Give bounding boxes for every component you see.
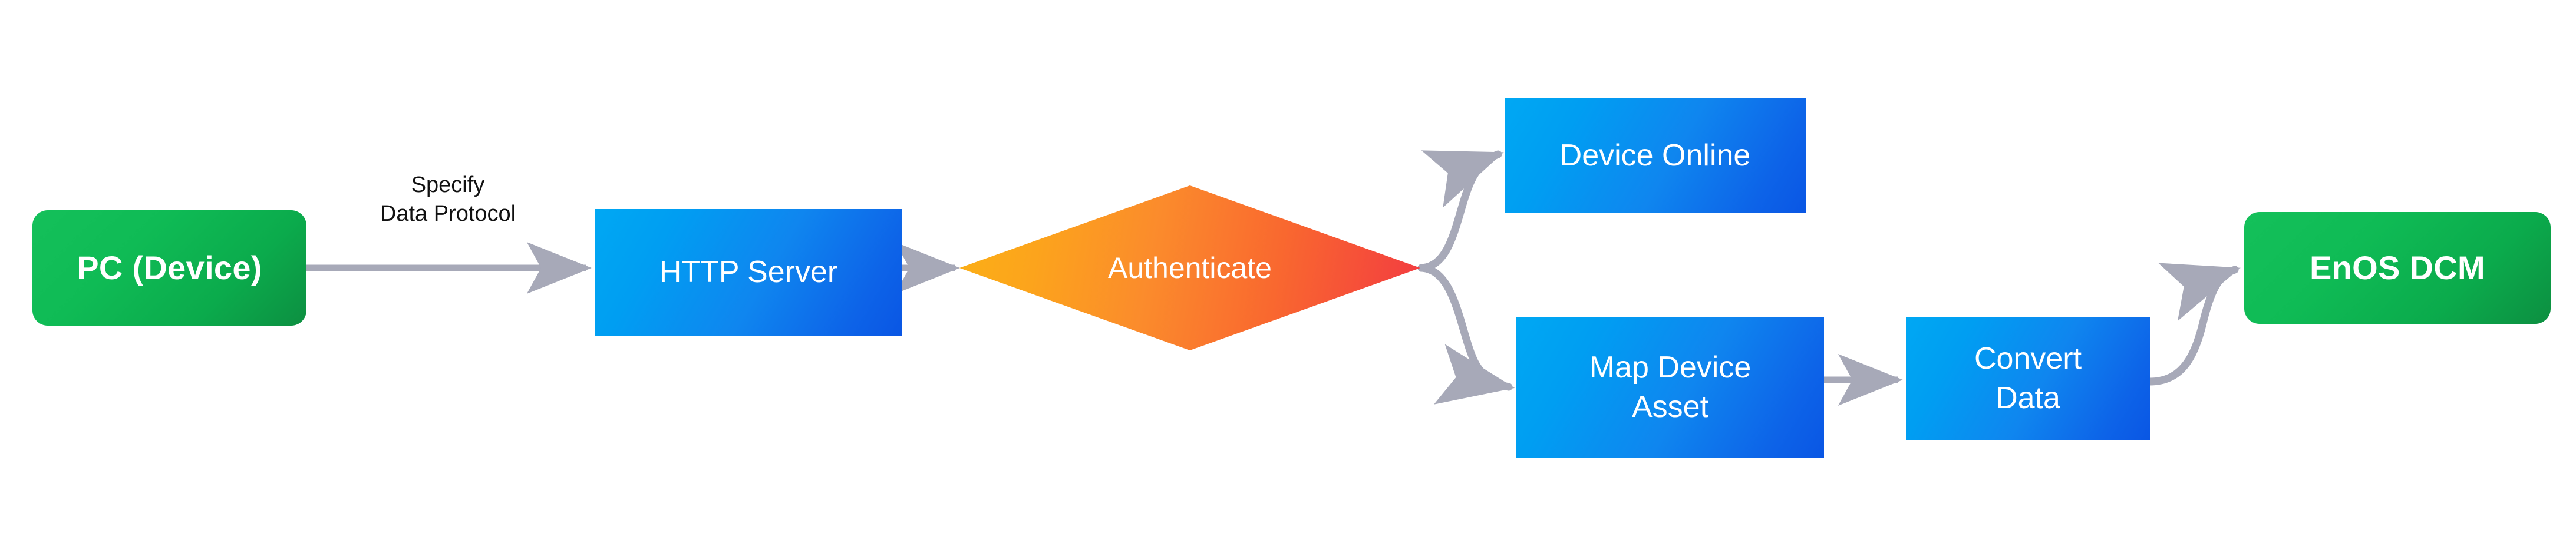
node-pc-device[interactable]: PC (Device) — [32, 210, 306, 326]
node-map-device-asset[interactable]: Map Device Asset — [1516, 317, 1824, 458]
edge-authenticate-to-device-online — [1417, 150, 1504, 272]
node-device-online[interactable]: Device Online — [1505, 98, 1806, 213]
edge-label-specify-data-protocol: Specify Data Protocol — [380, 173, 516, 227]
node-authenticate-label: Authenticate — [1108, 251, 1272, 284]
edge-convert-data-to-enos-dcm — [2146, 263, 2241, 386]
node-authenticate[interactable]: Authenticate — [959, 185, 1420, 350]
node-http-server[interactable]: HTTP Server — [595, 209, 902, 336]
edge-authenticate-to-map-device-asset — [1417, 264, 1515, 405]
node-enos-dcm[interactable]: EnOS DCM — [2244, 212, 2551, 324]
node-convert-data[interactable]: Convert Data — [1906, 317, 2150, 440]
